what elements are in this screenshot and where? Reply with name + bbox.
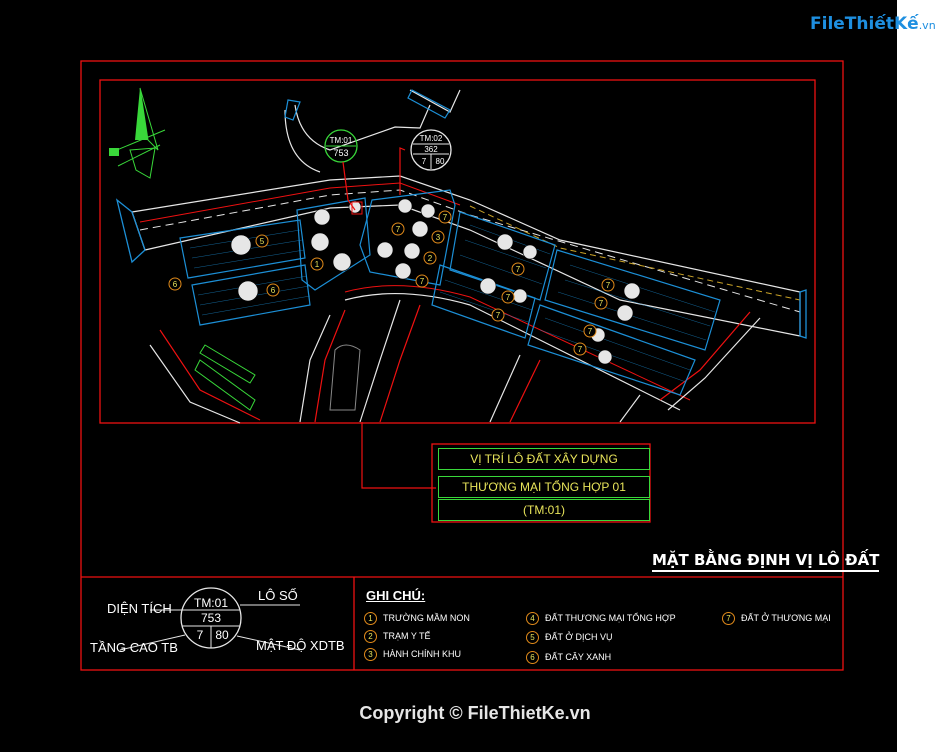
- north-arrow-icon: [109, 87, 166, 179]
- legend-symbol: TM:01 753 7 80: [119, 587, 301, 651]
- lot-number-badge: 6: [266, 283, 280, 297]
- note-text: TRƯỜNG MẦM NON: [383, 612, 470, 623]
- svg-text:1: 1: [315, 260, 320, 269]
- legend-tang-cao: TẦNG CAO TB: [90, 640, 178, 655]
- callout-line-3: (TM:01): [438, 499, 650, 521]
- note-number: 2: [364, 630, 377, 643]
- lot-number-badge: 7: [583, 324, 597, 338]
- svg-text:7: 7: [420, 277, 425, 286]
- legend-area: 753: [201, 611, 221, 625]
- note-item: 2 TRẠM Y TẾ: [364, 630, 431, 643]
- tm02-density: 80: [436, 157, 445, 166]
- svg-text:7: 7: [606, 281, 611, 290]
- svg-text:6: 6: [271, 286, 276, 295]
- lot-number-badge: 7: [573, 342, 587, 356]
- callout-line-2: THƯƠNG MẠI TỔNG HỢP 01: [438, 476, 650, 498]
- svg-text:7: 7: [578, 345, 583, 354]
- note-item: 3 HÀNH CHÍNH KHU: [364, 648, 461, 661]
- note-text: ĐẤT Ở THƯƠNG MẠI: [741, 612, 831, 623]
- svg-text:7: 7: [516, 265, 521, 274]
- drawing-title: MẶT BẰNG ĐỊNH VỊ LÔ ĐẤT: [652, 551, 880, 572]
- lot-number-badge: 7: [391, 222, 405, 236]
- notes-title: GHI CHÚ:: [366, 588, 426, 603]
- note-item: 1 TRƯỜNG MẦM NON: [364, 612, 470, 625]
- note-number: 4: [526, 612, 539, 625]
- map-viewport-frame: [99, 79, 816, 424]
- note-number: 1: [364, 612, 377, 625]
- lot-number-badge: 3: [431, 230, 445, 244]
- note-item: 7 ĐẤT Ở THƯƠNG MẠI: [722, 612, 831, 625]
- svg-text:7: 7: [396, 225, 401, 234]
- note-text: ĐẤT CÂY XANH: [545, 651, 612, 662]
- note-text: ĐẤT THƯƠNG MẠI TỔNG HỢP: [545, 612, 676, 623]
- note-item: 6 ĐẤT CÂY XANH: [526, 651, 611, 664]
- svg-text:7: 7: [506, 293, 511, 302]
- page-margin: [897, 0, 950, 752]
- lot-number-badge: 7: [594, 296, 608, 310]
- brand-logo: FileThiếtKế.vn: [810, 14, 936, 34]
- logo-suffix: .vn: [918, 19, 936, 32]
- legend-density: 80: [215, 628, 229, 642]
- legend-mat-do: MẬT ĐỘ XDTB: [256, 638, 345, 653]
- note-text: ĐẤT Ở DỊCH VỤ: [545, 631, 613, 642]
- note-text: HÀNH CHÍNH KHU: [383, 648, 462, 659]
- lot-number-badge: 7: [601, 278, 615, 292]
- lot-number-badge: 7: [415, 274, 429, 288]
- note-text: TRẠM Y TẾ: [383, 630, 431, 641]
- svg-text:5: 5: [260, 237, 265, 246]
- lot-marker-tm02: TM:02 362 7 80: [410, 129, 452, 171]
- tm02-label: TM:02: [420, 134, 443, 143]
- lot-number-badge: 7: [501, 290, 515, 304]
- lot-number-badge: 1: [310, 257, 324, 271]
- tm02-floors: 7: [422, 157, 427, 166]
- svg-text:7: 7: [588, 327, 593, 336]
- svg-text:3: 3: [436, 233, 441, 242]
- legend-floors: 7: [197, 628, 204, 642]
- legend-lo-so: LÔ SỐ: [258, 588, 298, 603]
- note-item: 4 ĐẤT THƯƠNG MẠI TỔNG HỢP: [526, 612, 676, 625]
- svg-text:2: 2: [428, 254, 433, 263]
- svg-text:7: 7: [443, 213, 448, 222]
- lot-number-badge: 2: [423, 251, 437, 265]
- site-map: 5 6 6 1 7 3 2 7 7 7 7 7 7 7 7 7 TM:01 75…: [109, 87, 807, 489]
- lot-number-badge: 7: [438, 210, 452, 224]
- logo-text: FileThiếtKế: [810, 14, 919, 34]
- callout-frame: [431, 443, 651, 523]
- tm01-value: 753: [333, 148, 348, 158]
- lot-number-badge: 7: [511, 262, 525, 276]
- legend-dien-tich: DIỆN TÍCH: [107, 601, 172, 616]
- note-number: 6: [526, 651, 539, 664]
- svg-text:6: 6: [173, 280, 178, 289]
- lot-number-badge: 7: [491, 308, 505, 322]
- lot-marker-tm01: TM:01 753: [324, 129, 358, 163]
- tm01-label: TM:01: [330, 136, 353, 145]
- note-item: 5 ĐẤT Ở DỊCH VỤ: [526, 631, 613, 644]
- tm02-value: 362: [424, 145, 438, 154]
- copyright-text: Copyright © FileThietKe.vn: [359, 703, 591, 723]
- svg-text:7: 7: [599, 299, 604, 308]
- lot-number-badge: 5: [255, 234, 269, 248]
- note-number: 5: [526, 631, 539, 644]
- note-number: 7: [722, 612, 735, 625]
- note-number: 3: [364, 648, 377, 661]
- callout-line-1: VỊ TRÍ LÔ ĐẤT XÂY DỰNG: [438, 448, 650, 470]
- outer-frame: [80, 60, 844, 671]
- lot-number-badge: 6: [168, 277, 182, 291]
- svg-text:7: 7: [496, 311, 501, 320]
- legend-code: TM:01: [194, 596, 228, 610]
